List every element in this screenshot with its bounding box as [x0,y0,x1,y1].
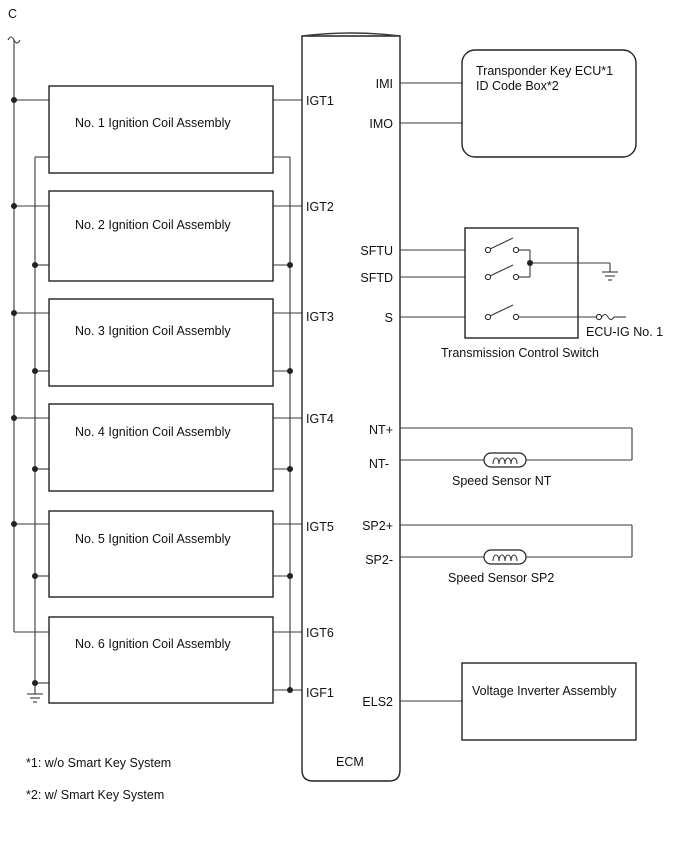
power-label-c: C [8,7,17,21]
power-supply-c: C [7,7,49,633]
pin-nt-plus: NT+ [369,423,393,437]
ecu-ig-label: ECU-IG No. 1 [586,325,663,339]
pin-sp2-plus: SP2+ [362,519,393,533]
ground-icon [27,693,43,703]
voltage-inverter-label: Voltage Inverter Assembly [472,684,617,698]
ignition-coil-3: No. 3 Ignition Coil Assembly [48,298,274,387]
ignition-coil-6: No. 6 Ignition Coil Assembly [48,616,274,704]
ground-icon [602,271,618,281]
voltage-inverter-assembly: Voltage Inverter Assembly [400,662,637,741]
ignition-coil-3-label: No. 3 Ignition Coil Assembly [75,324,231,338]
pin-imi: IMI [376,77,393,91]
ignition-coil-2: No. 2 Ignition Coil Assembly [48,190,274,282]
pin-els2: ELS2 [362,695,393,709]
ignition-coil-5: No. 5 Ignition Coil Assembly [48,510,274,598]
ignition-coil-4: No. 4 Ignition Coil Assembly [48,403,274,492]
pin-sftu: SFTU [360,244,393,258]
ground-bus [27,156,49,703]
transmission-control-switch: Transmission Control Switch ECU-IG No. 1 [400,227,663,360]
coil-icon [492,457,518,465]
pin-igt4: IGT4 [306,412,334,426]
transponder-label-2: ID Code Box*2 [476,79,559,93]
pin-sp2-minus: SP2- [365,553,393,567]
ignition-coil-6-label: No. 6 Ignition Coil Assembly [75,637,231,651]
pin-igt1: IGT1 [306,94,334,108]
footnote-2: *2: w/ Smart Key System [26,788,164,802]
footnote-1: *1: w/o Smart Key System [26,756,171,770]
ignition-coil-1: No. 1 Ignition Coil Assembly [48,85,274,174]
transponder-key-ecu: Transponder Key ECU*1 ID Code Box*2 [400,49,637,158]
speed-sensor-sp2: Speed Sensor SP2 [400,524,633,585]
pin-sftd: SFTD [360,271,393,285]
ignition-coil-4-label: No. 4 Ignition Coil Assembly [75,425,231,439]
transponder-label-1: Transponder Key ECU*1 [476,64,613,78]
speed-sensor-nt-label: Speed Sensor NT [452,474,552,488]
pin-nt-minus: NT- [369,457,389,471]
transmission-switch-label: Transmission Control Switch [441,346,599,360]
pin-imo: IMO [369,117,393,131]
ignition-coil-2-label: No. 2 Ignition Coil Assembly [75,218,231,232]
igf-bus [273,156,302,693]
coil-icon [492,554,518,562]
speed-sensor-sp2-label: Speed Sensor SP2 [448,571,554,585]
pin-igt5: IGT5 [306,520,334,534]
ecm: ECM IGT1 IGT2 IGT3 IGT4 IGT5 IGT6 IGF1 I… [301,32,401,782]
ecm-label: ECM [336,755,364,769]
igt-wires [273,99,302,633]
pin-igt2: IGT2 [306,200,334,214]
ignition-coil-1-label: No. 1 Ignition Coil Assembly [75,116,231,130]
pin-s: S [385,311,393,325]
speed-sensor-nt: Speed Sensor NT [400,427,633,488]
pin-igt6: IGT6 [306,626,334,640]
fuse-symbol [601,313,615,321]
ignition-coil-5-label: No. 5 Ignition Coil Assembly [75,532,231,546]
pin-igf1: IGF1 [306,686,334,700]
pin-igt3: IGT3 [306,310,334,324]
